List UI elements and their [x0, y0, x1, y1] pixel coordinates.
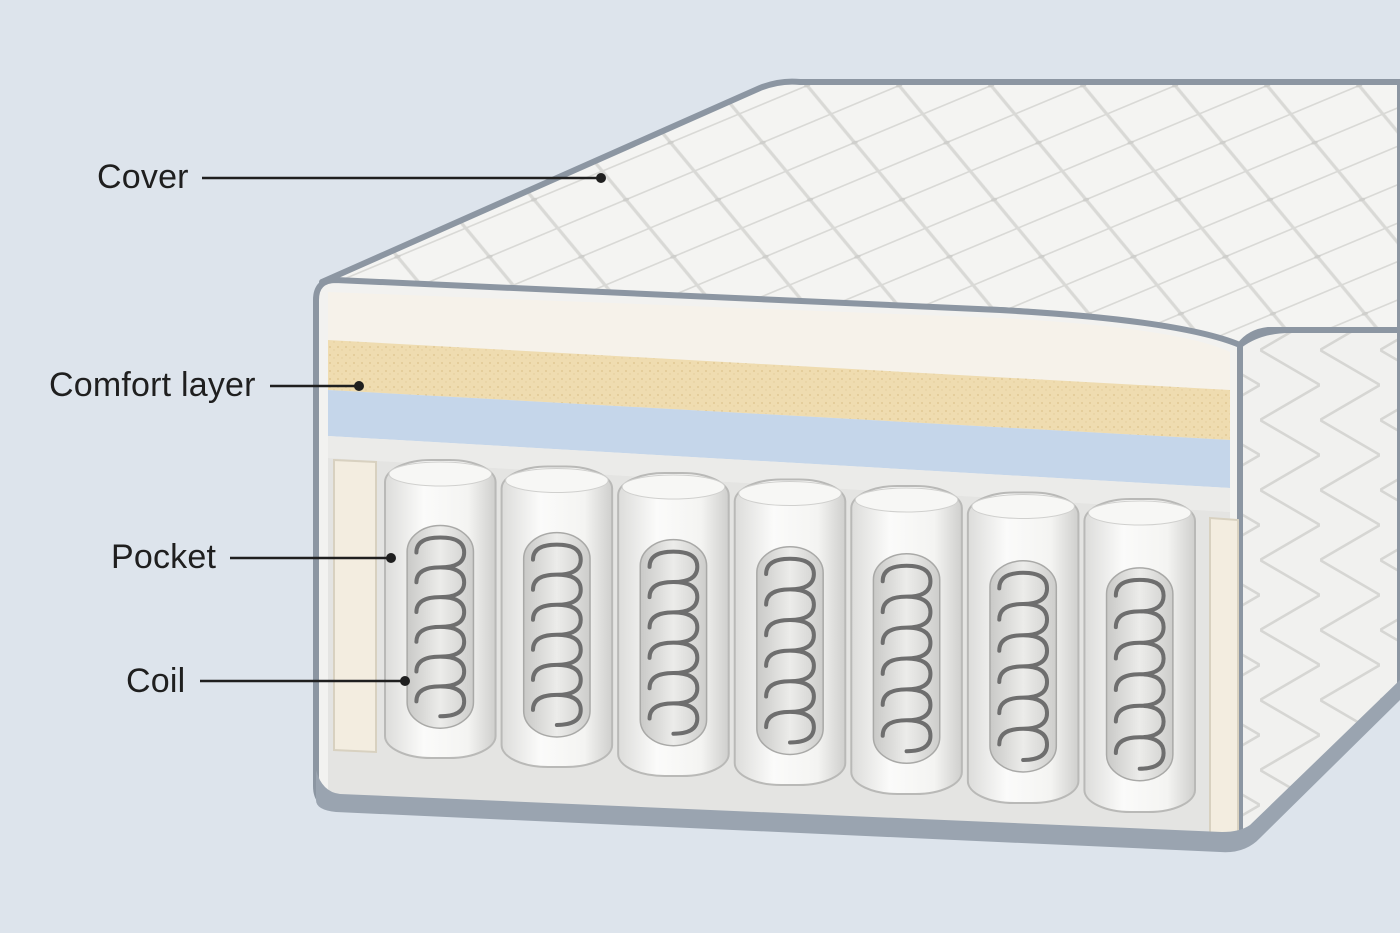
coil-pocket-unit	[384, 459, 497, 759]
comfort-foam-layer	[328, 340, 1230, 440]
pocket-top-cap	[388, 461, 493, 487]
steel-coil-spring	[764, 556, 816, 745]
coil-pocket-unit	[500, 465, 614, 768]
steel-coil-spring	[880, 563, 933, 754]
pocketed-coil-row	[384, 459, 1197, 813]
coil-pocket-unit	[966, 491, 1080, 804]
cover-label: Cover	[97, 158, 189, 196]
pocket-top-cap	[621, 474, 726, 500]
comfort-layer-leader-dot	[354, 381, 364, 391]
pocket-top-cap	[505, 468, 609, 493]
steel-coil-spring	[997, 570, 1050, 762]
mattress-bottom-edge	[316, 680, 1400, 853]
edge-support-left	[333, 458, 377, 754]
coil-label: Coil	[126, 662, 186, 700]
coil-pocket-unit	[617, 472, 730, 777]
cover-leader-dot	[596, 173, 606, 183]
comfort-layer-label: Comfort layer	[49, 366, 256, 404]
pocket-leader-dot	[386, 553, 396, 563]
pocket-top-cap	[971, 494, 1075, 519]
steel-coil-spring	[647, 549, 700, 736]
pocket-top-cap	[1087, 500, 1192, 526]
steel-coil-spring	[1113, 577, 1166, 771]
cover-layer	[328, 292, 1230, 390]
steel-coil-spring	[414, 535, 467, 719]
leader-lines	[200, 173, 606, 686]
coil-pocket-unit	[1083, 498, 1197, 813]
coil-pocket-unit	[733, 478, 847, 786]
coil-leader-dot	[400, 676, 410, 686]
edge-support-right	[1209, 516, 1239, 837]
pocket-label: Pocket	[111, 538, 217, 576]
pocket-top-cap	[854, 487, 959, 513]
steel-coil-spring	[530, 542, 583, 727]
pocket-top-cap	[738, 481, 842, 506]
coil-pocket-unit	[850, 485, 963, 795]
support-foam-layer	[328, 390, 1230, 488]
